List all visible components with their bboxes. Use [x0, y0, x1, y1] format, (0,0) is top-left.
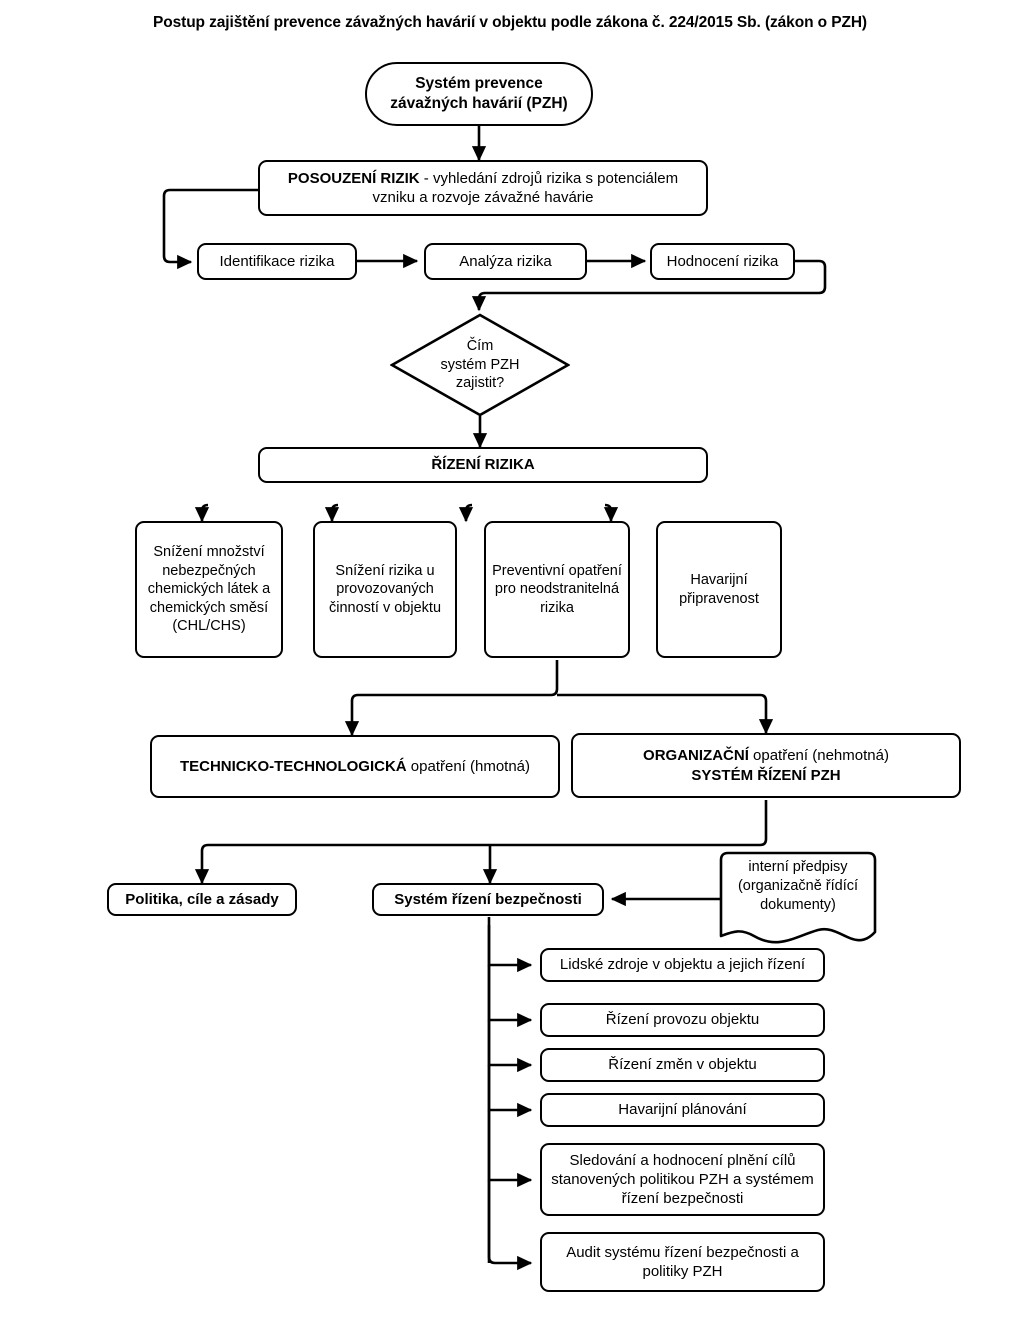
- node-evaluation-label: Hodnocení rizika: [666, 252, 779, 270]
- risk-assessment-bold: POSOUZENÍ RIZIK: [287, 169, 420, 187]
- node-element-4-label: Sledování a hodnocení plnění cílů stanov…: [551, 1151, 814, 1208]
- document-shape: [719, 851, 877, 944]
- node-analysis: Analýza rizika: [424, 243, 587, 280]
- organizational-bold: ORGANIZAČNÍ: [643, 747, 749, 765]
- organizational-line2: SYSTÉM ŘÍZENÍ PZH: [691, 766, 841, 784]
- node-measure-2-label: Preventivní opatření pro neodstranitelná…: [492, 562, 622, 616]
- node-element-0: Lidské zdroje v objektu a jejich řízení: [540, 948, 825, 982]
- node-organizational-measures: ORGANIZAČNÍ opatření (nehmotná) SYSTÉM Ř…: [571, 733, 961, 798]
- technical-rest: opatření (hmotná): [406, 757, 531, 775]
- node-element-1-label: Řízení provozu objektu: [605, 1011, 760, 1029]
- node-measure-0: Snížení množství nebezpečných chemických…: [135, 521, 283, 658]
- technical-bold: TECHNICKO-TECHNOLOGICKÁ: [179, 757, 407, 775]
- node-measure-1: Snížení rizika u provozovaných činností …: [313, 521, 457, 658]
- organizational-rest: opatření (nehmotná): [748, 747, 889, 765]
- node-measure-1-label: Snížení rizika u provozovaných činností …: [328, 562, 442, 616]
- node-element-4: Sledování a hodnocení plnění cílů stanov…: [540, 1143, 825, 1216]
- node-identification: Identifikace rizika: [197, 243, 357, 280]
- node-internal-documents: interní předpisy (organizačně řídící dok…: [718, 850, 878, 948]
- node-internal-documents-label: interní předpisy (organizačně řídící dok…: [737, 859, 859, 913]
- node-element-1: Řízení provozu objektu: [540, 1003, 825, 1037]
- node-element-2: Řízení změn v objektu: [540, 1048, 825, 1082]
- node-policy: Politika, cíle a zásady: [107, 883, 297, 916]
- node-start-label: Systém prevence závažných havárií (PZH): [390, 75, 568, 112]
- node-measure-2: Preventivní opatření pro neodstranitelná…: [484, 521, 630, 658]
- node-risk-assessment: POSOUZENÍ RIZIK - vyhledání zdrojů rizik…: [258, 160, 708, 216]
- node-organizational-measures-label: ORGANIZAČNÍ opatření (nehmotná) SYSTÉM Ř…: [643, 746, 889, 784]
- node-analysis-label: Analýza rizika: [459, 252, 552, 270]
- node-element-0-label: Lidské zdroje v objektu a jejich řízení: [559, 956, 806, 974]
- node-safety-system-label: Systém řízení bezpečnosti: [394, 890, 582, 908]
- node-measure-3-label: Havarijní připravenost: [679, 571, 759, 607]
- risk-assessment-rest: - vyhledání zdrojů rizika s potenciálem …: [372, 169, 679, 206]
- diamond-shape: [390, 313, 570, 417]
- node-element-2-label: Řízení změn v objektu: [608, 1056, 757, 1074]
- node-evaluation: Hodnocení rizika: [650, 243, 795, 280]
- node-decision-label: Čím systém PZH zajistit?: [440, 337, 520, 392]
- node-risk-assessment-label: POSOUZENÍ RIZIK - vyhledání zdrojů rizik…: [266, 169, 700, 207]
- node-start: Systém prevence závažných havárií (PZH): [365, 62, 593, 126]
- node-measure-0-label: Snížení množství nebezpečných chemických…: [147, 544, 271, 635]
- node-technical-measures-label: TECHNICKO-TECHNOLOGICKÁ opatření (hmotná…: [180, 757, 530, 776]
- node-technical-measures: TECHNICKO-TECHNOLOGICKÁ opatření (hmotná…: [150, 735, 560, 798]
- node-identification-label: Identifikace rizika: [219, 252, 335, 270]
- node-policy-label: Politika, cíle a zásady: [125, 890, 279, 908]
- node-risk-management-label: ŘÍZENÍ RIZIKA: [431, 456, 535, 474]
- node-element-3-label: Havarijní plánování: [618, 1101, 747, 1119]
- node-risk-management: ŘÍZENÍ RIZIKA: [258, 447, 708, 483]
- node-element-3: Havarijní plánování: [540, 1093, 825, 1127]
- node-decision: Čím systém PZH zajistit?: [390, 313, 570, 417]
- page-title: Postup zajištění prevence závažných havá…: [153, 14, 867, 31]
- node-element-5: Audit systému řízení bezpečnosti a polit…: [540, 1232, 825, 1292]
- node-measure-3: Havarijní připravenost: [656, 521, 782, 658]
- node-safety-system: Systém řízení bezpečnosti: [372, 883, 604, 916]
- node-element-5-label: Audit systému řízení bezpečnosti a polit…: [566, 1243, 799, 1280]
